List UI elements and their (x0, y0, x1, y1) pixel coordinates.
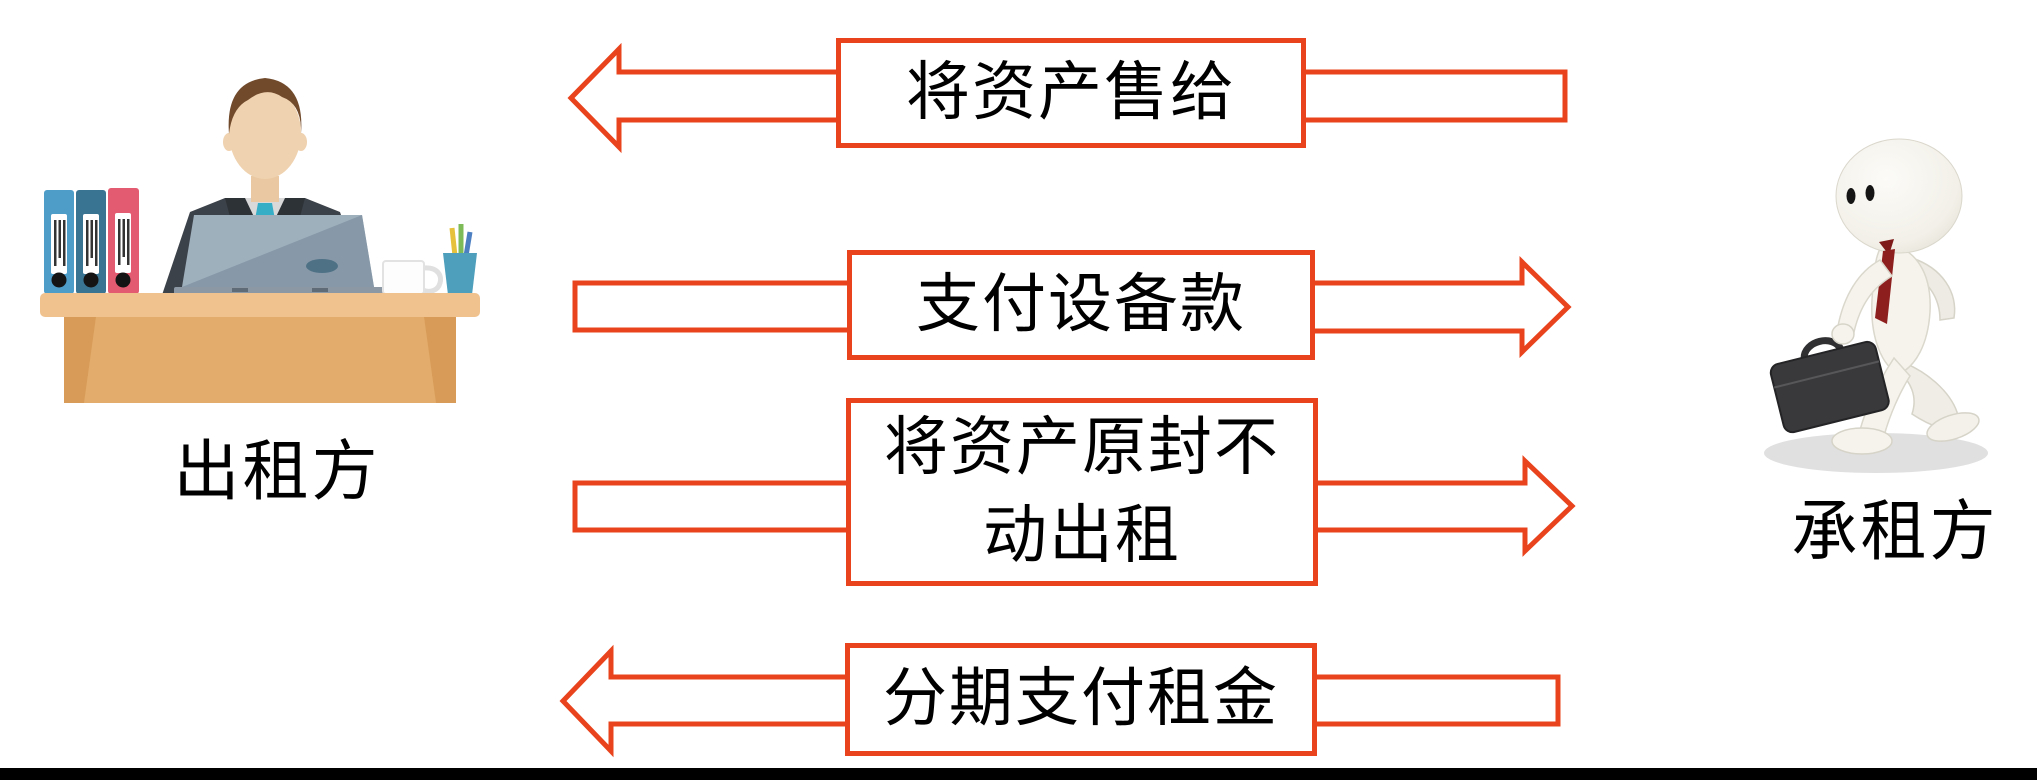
mug-icon (382, 260, 444, 295)
lessor-illustration (40, 78, 480, 403)
figure-head (1835, 138, 1963, 254)
pencil-cup-icon (443, 224, 477, 295)
arrow-right-pay-equipment (1315, 256, 1572, 358)
flow-box-pay-rent-installments: 分期支付租金 (845, 643, 1317, 756)
binders-icon (44, 188, 139, 294)
lessee-illustration (1764, 138, 1988, 473)
flow-label: 将资产原封不 (884, 411, 1280, 483)
flow-box-lease-asset-back: 将资产原封不 动出租 (846, 398, 1318, 586)
arrow-shaft-pay-rent (1317, 674, 1561, 727)
arrow-left-sell-asset (567, 42, 836, 154)
briefcase-icon (1769, 337, 1890, 434)
flow-label: 分期支付租金 (883, 663, 1279, 735)
desk-icon (40, 293, 480, 403)
bottom-black-bar (0, 768, 2037, 780)
businessman-icon (162, 78, 384, 298)
arrow-shaft-sell-asset (1306, 69, 1568, 123)
arrow-right-lease-back (1318, 455, 1576, 557)
figure-eye-right (1865, 185, 1875, 201)
red-tie-icon (1875, 239, 1895, 324)
lessee-label: 承租方 (1791, 496, 1999, 569)
arrow-shaft-pay-equipment (572, 280, 847, 333)
flow-label: 将资产售给 (906, 56, 1236, 128)
figure-eye-left (1846, 188, 1856, 204)
flow-box-sell-asset: 将资产售给 (836, 38, 1306, 148)
flow-label: 支付设备款 (916, 268, 1246, 340)
flow-label: 动出租 (983, 500, 1181, 571)
flow-arrows (559, 42, 1576, 758)
flow-box-pay-equipment-price: 支付设备款 (847, 250, 1315, 360)
lessor-label: 出租方 (173, 436, 381, 509)
arrow-left-pay-rent (559, 644, 845, 758)
arrow-shaft-lease-back (572, 480, 846, 533)
